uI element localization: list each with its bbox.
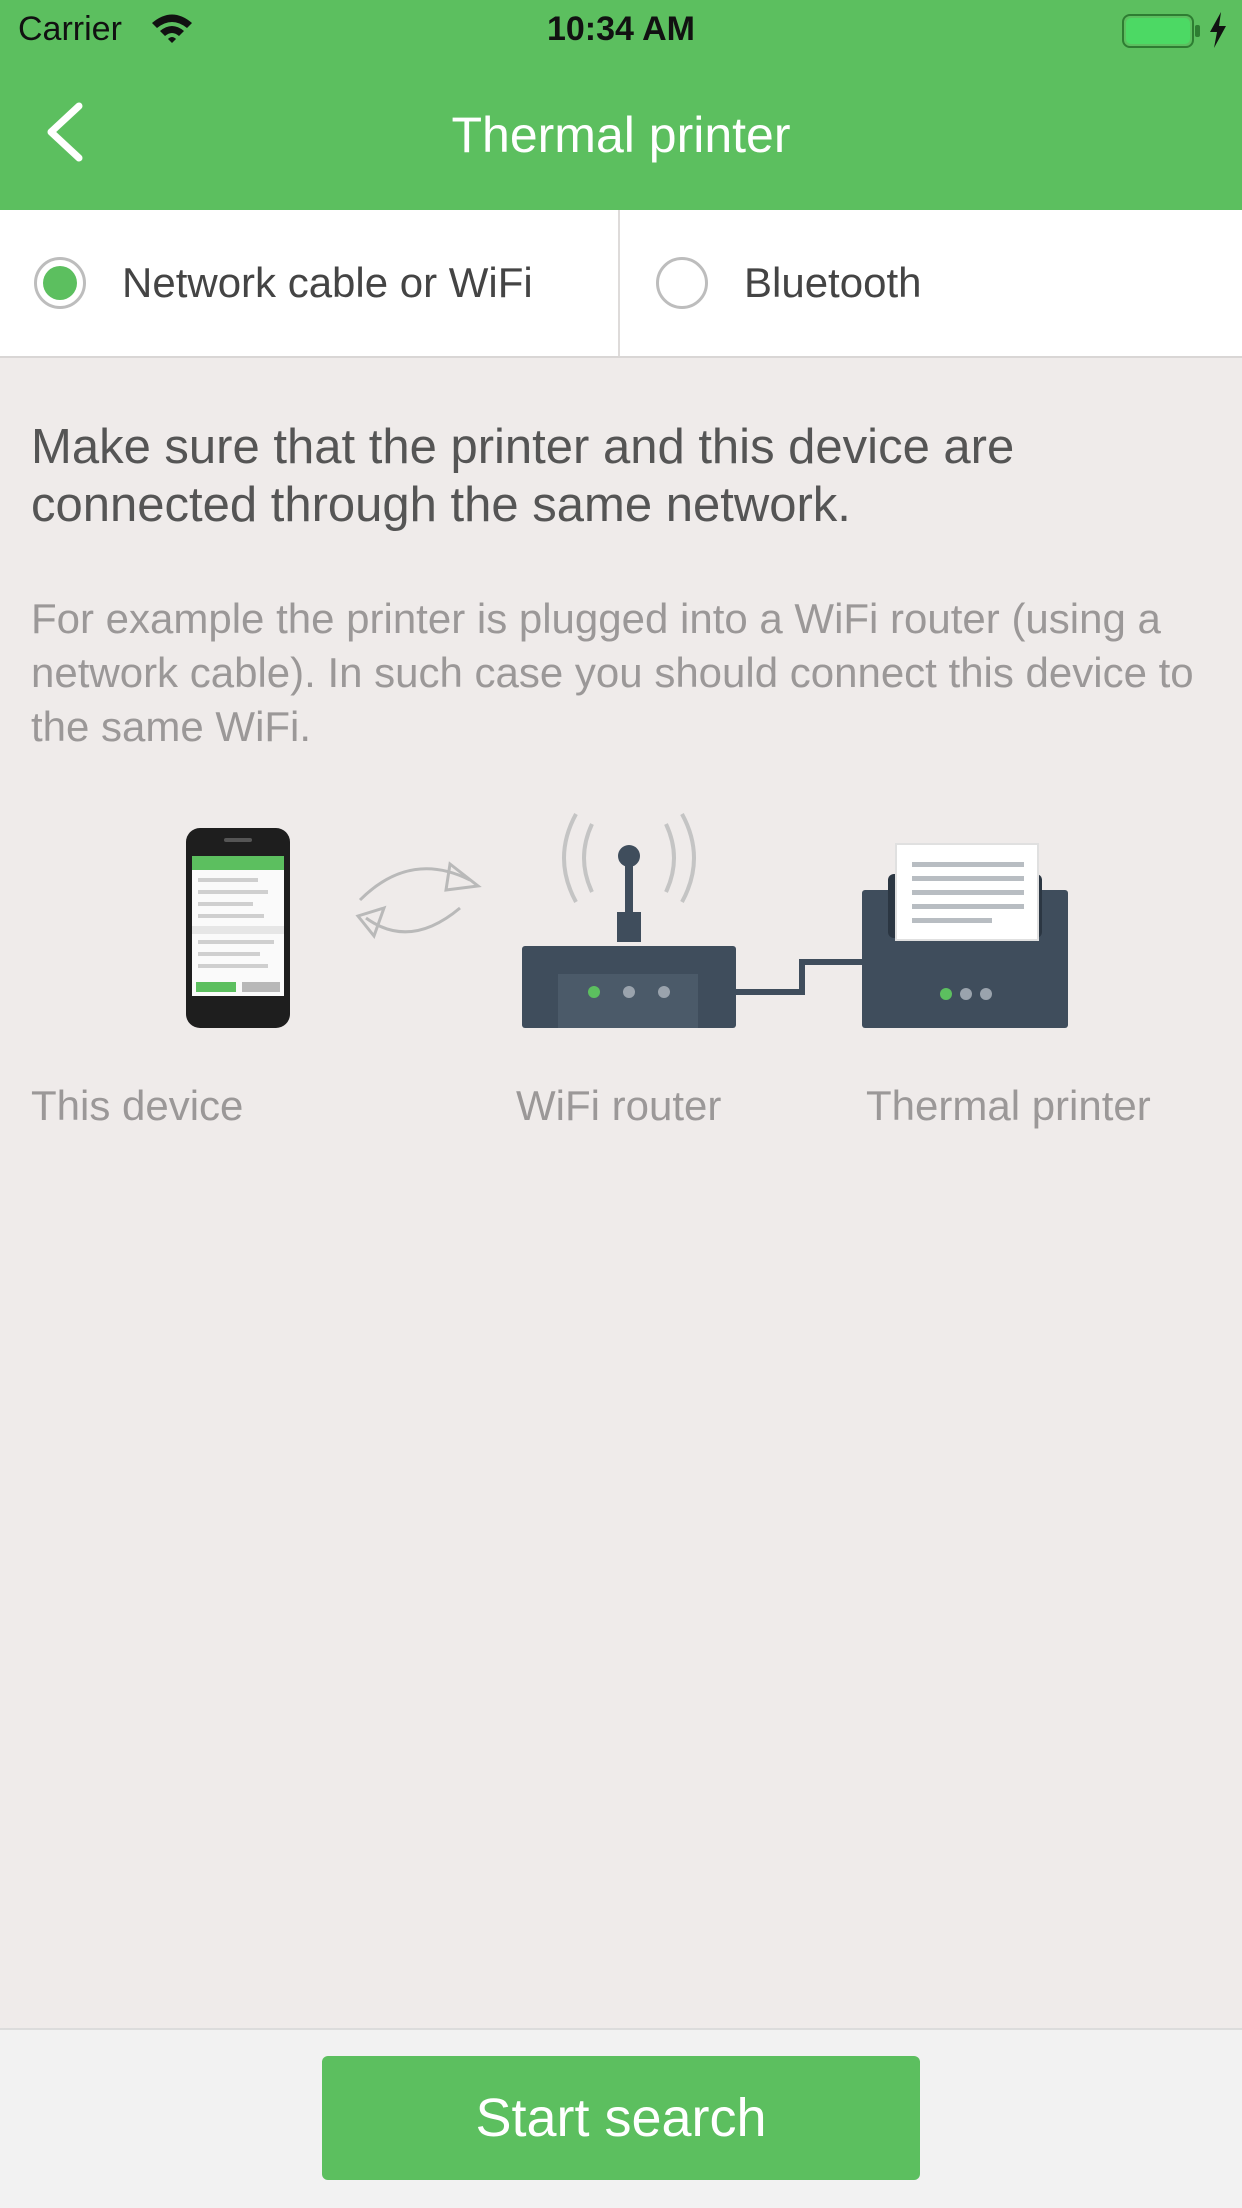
status-bar: Carrier 10:34 AM (0, 0, 1242, 62)
navigation-bar: Thermal printer (0, 62, 1242, 210)
instruction-description: For example the printer is plugged into … (31, 595, 1194, 750)
start-search-button[interactable]: Start search (322, 2056, 920, 2180)
footer-bar: Start search (0, 2028, 1242, 2208)
cable-icon (736, 959, 864, 995)
radio-selected[interactable] (34, 257, 86, 309)
connection-type-selector: Network cable or WiFi Bluetooth (0, 210, 1242, 358)
option-bluetooth[interactable]: Bluetooth (622, 210, 1242, 356)
caption-wifi-router: WiFi router (516, 1082, 722, 1129)
battery-icon (1122, 14, 1200, 48)
caption-thermal-printer: Thermal printer (866, 1082, 1151, 1129)
phone-icon (186, 828, 290, 1028)
status-time: 10:34 AM (546, 10, 696, 48)
radio-dot (43, 266, 77, 300)
wifi-signal-icon (152, 14, 192, 43)
chevron-left-icon (47, 102, 83, 162)
carrier-label: Carrier (18, 10, 122, 48)
option-label: Bluetooth (744, 259, 922, 306)
page-title: Thermal printer (451, 107, 791, 163)
printer-icon (862, 843, 1068, 1028)
charging-bolt-icon (1210, 12, 1226, 48)
option-network-wifi[interactable]: Network cable or WiFi (0, 210, 620, 356)
back-button[interactable] (20, 92, 110, 172)
instruction-headline: Make sure that the printer and this devi… (31, 420, 1015, 532)
router-icon (522, 813, 736, 1028)
network-illustration (186, 813, 1068, 1028)
caption-this-device: This device (31, 1082, 244, 1129)
radio-unselected[interactable] (656, 257, 708, 309)
option-label: Network cable or WiFi (122, 259, 533, 306)
sync-arrows-icon (355, 861, 482, 940)
header: Carrier 10:34 AM Thermal printer (0, 0, 1242, 210)
